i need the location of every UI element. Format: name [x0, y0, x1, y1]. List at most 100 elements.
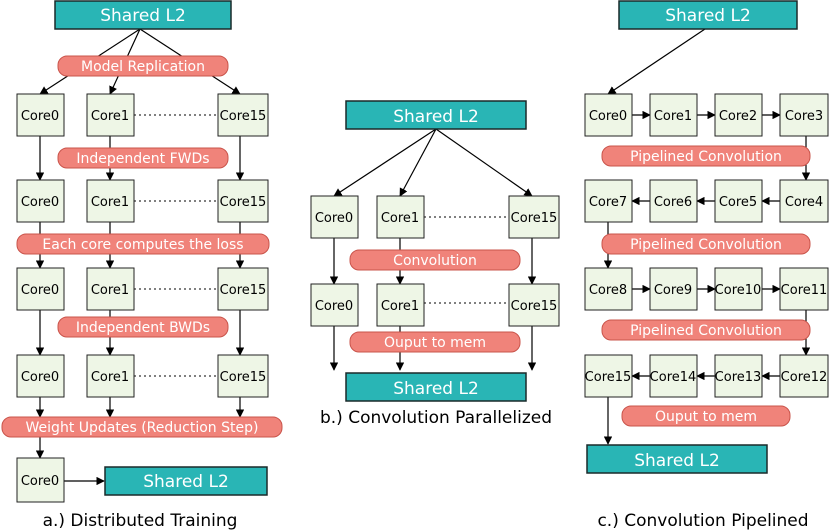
- panel-c-step-label: Pipelined Convolution: [630, 237, 782, 253]
- core-label: Core6: [654, 195, 692, 210]
- core-box: Core1: [86, 267, 135, 311]
- panel-a-caption: a.) Distributed Training: [43, 511, 238, 531]
- panel-a-step-independent-fwds: Independent FWDs: [57, 147, 229, 169]
- panel-c-connectors: [603, 28, 811, 445]
- panel-c-step-pipelined-3: Pipelined Convolution: [601, 319, 811, 341]
- panel-b-connectors: [329, 128, 537, 371]
- panel-c-row-4: Core15 Core14 Core13 Core12: [584, 354, 829, 398]
- core-box: Core0: [16, 267, 65, 311]
- core-box: Core15: [217, 354, 269, 398]
- panel-c-bottom-l2: Shared L2: [586, 444, 768, 474]
- panel-b-step-label: Convolution: [393, 253, 477, 269]
- panel-b-row-2: Core0 Core1 Core15: [310, 283, 560, 327]
- core-label: Core14: [650, 370, 697, 385]
- core-label: Core15: [220, 195, 267, 210]
- panel-a-step-label: Weight Updates (Reduction Step): [26, 420, 259, 436]
- core-label: Core9: [654, 283, 692, 298]
- core-label: Core1: [91, 109, 129, 124]
- panel-c-bottom-l2-label: Shared L2: [634, 451, 720, 471]
- panel-a-top-l2: Shared L2: [54, 0, 232, 30]
- core-box: Core4: [779, 179, 829, 223]
- panel-a-step-compute-loss: Each core computes the loss: [16, 233, 270, 255]
- panel-c: Shared L2 Core0 Core1 Core2 Core3 Pipeli…: [584, 0, 829, 531]
- core-box: Core15: [217, 267, 269, 311]
- core-label: Core15: [220, 109, 267, 124]
- core-box: Core10: [714, 267, 763, 311]
- core-box: Core2: [714, 93, 763, 137]
- core-label: Core1: [381, 299, 419, 314]
- panel-b-step-label: Ouput to mem: [384, 335, 486, 351]
- core-label: Core11: [781, 283, 828, 298]
- core-box: Core6: [649, 179, 698, 223]
- panel-c-step-pipelined-2: Pipelined Convolution: [601, 233, 811, 255]
- panel-c-top-l2: Shared L2: [618, 0, 798, 30]
- panel-c-step-label: Ouput to mem: [655, 409, 757, 425]
- core-label: Core1: [654, 109, 692, 124]
- panel-c-row-1: Core0 Core1 Core2 Core3: [584, 93, 829, 137]
- core-box: Core1: [376, 195, 425, 239]
- panel-c-step-label: Pipelined Convolution: [630, 149, 782, 165]
- panel-a-step-independent-bwds: Independent BWDs: [57, 316, 229, 338]
- core-box: Core1: [376, 283, 425, 327]
- core-box: Core1: [86, 354, 135, 398]
- core-label: Core0: [21, 474, 59, 489]
- core-label: Core1: [91, 283, 129, 298]
- panel-b-bottom-l2-label: Shared L2: [393, 379, 479, 399]
- core-label: Core2: [719, 109, 757, 124]
- core-box: Core5: [714, 179, 763, 223]
- panel-b-top-l2-label: Shared L2: [393, 107, 479, 127]
- panel-a-step-label: Model Replication: [81, 59, 205, 75]
- core-label: Core10: [715, 283, 762, 298]
- panel-a-step-weight-updates: Weight Updates (Reduction Step): [1, 416, 283, 438]
- panel-c-step-label: Pipelined Convolution: [630, 323, 782, 339]
- core-label: Core0: [21, 370, 59, 385]
- panel-c-top-l2-label: Shared L2: [665, 6, 751, 26]
- panel-a-step-model-replication: Model Replication: [57, 55, 229, 77]
- panel-c-caption: c.) Convolution Pipelined: [597, 511, 808, 531]
- panel-a: Shared L2 Model Replication Independent …: [1, 0, 283, 531]
- panel-a-bottom-l2: Shared L2: [104, 466, 268, 496]
- core-box: Core1: [86, 93, 135, 137]
- core-box: Core15: [217, 179, 269, 223]
- core-box: Core11: [779, 267, 829, 311]
- panel-b-top-l2: Shared L2: [345, 100, 527, 130]
- core-label: Core0: [589, 109, 627, 124]
- core-label: Core1: [91, 195, 129, 210]
- core-box: Core7: [584, 179, 633, 223]
- panel-a-final-core: Core0: [16, 457, 65, 503]
- core-label: Core1: [381, 211, 419, 226]
- core-box: Core15: [217, 93, 269, 137]
- core-label: Core0: [21, 283, 59, 298]
- core-label: Core0: [21, 109, 59, 124]
- panel-c-row-3: Core8 Core9 Core10 Core11: [584, 267, 829, 311]
- core-box: Core12: [779, 354, 829, 398]
- core-label: Core15: [511, 299, 558, 314]
- panel-a-row-2: Core0 Core1 Core15: [16, 179, 269, 223]
- core-box: Core15: [584, 354, 633, 398]
- panel-b-row-1: Core0 Core1 Core15: [310, 195, 560, 239]
- core-label: Core15: [585, 370, 632, 385]
- panel-c-step-pipelined-1: Pipelined Convolution: [601, 145, 811, 167]
- core-label: Core0: [315, 299, 353, 314]
- core-box: Core0: [16, 179, 65, 223]
- core-box: Core1: [649, 93, 698, 137]
- panel-b-caption: b.) Convolution Parallelized: [320, 408, 552, 428]
- panel-c-row-2: Core7 Core6 Core5 Core4: [584, 179, 829, 223]
- core-box: Core15: [508, 283, 560, 327]
- core-label: Core15: [220, 283, 267, 298]
- core-label: Core7: [589, 195, 627, 210]
- core-box: Core0: [584, 93, 633, 137]
- panel-a-row-4: Core0 Core1 Core15: [16, 354, 269, 398]
- panel-a-row-1: Core0 Core1 Core15: [16, 93, 269, 137]
- core-box: Core14: [649, 354, 698, 398]
- panel-a-top-l2-label: Shared L2: [100, 6, 186, 26]
- panel-a-connectors: [35, 28, 245, 486]
- core-label: Core4: [785, 195, 823, 210]
- core-box: Core3: [779, 93, 829, 137]
- core-label: Core3: [785, 109, 823, 124]
- core-label: Core1: [91, 370, 129, 385]
- panel-a-bottom-l2-label: Shared L2: [143, 472, 229, 492]
- panel-b-step-convolution: Convolution: [349, 249, 521, 271]
